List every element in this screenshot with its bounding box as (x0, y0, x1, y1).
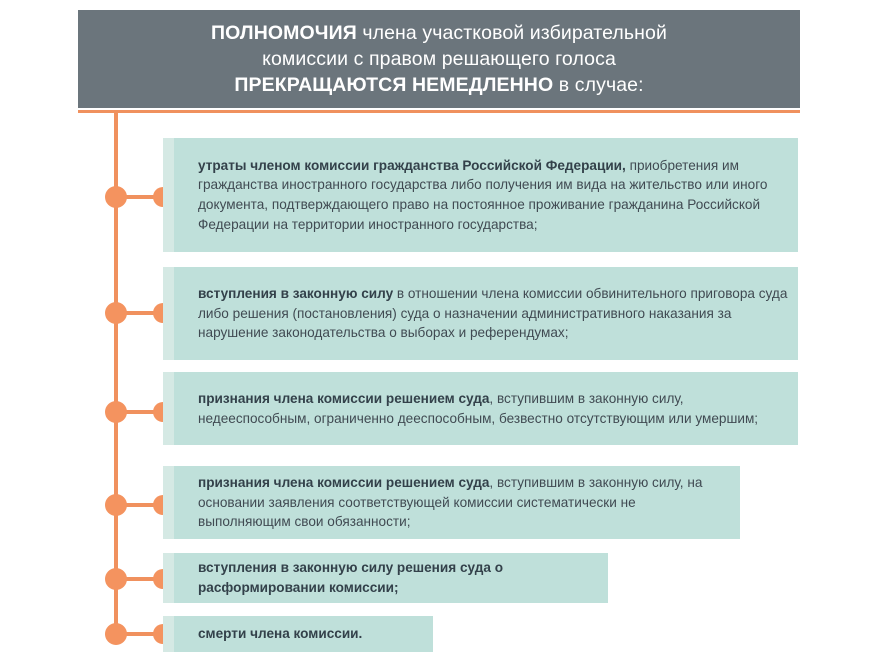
branch-node-1 (105, 186, 127, 208)
clause-text-6: смерти члена комиссии. (163, 624, 372, 644)
header-line-3: ПРЕКРАЩАЮТСЯ НЕМЕДЛЕННО в случае: (234, 72, 643, 98)
clause-block-3: признания члена комиссии решением суда, … (163, 372, 798, 445)
header-line-3-bold: ПРЕКРАЩАЮТСЯ НЕМЕДЛЕННО (234, 74, 554, 96)
branch-node-6 (105, 623, 127, 645)
clause-text-4: признания члена комиссии решением суда, … (163, 473, 740, 532)
header-line-1-bold: ПОЛНОМОЧИЯ (211, 22, 357, 44)
branch-line-5 (116, 577, 164, 581)
clause-block-6: смерти члена комиссии. (163, 616, 433, 652)
clause-block-4: признания члена комиссии решением суда, … (163, 466, 740, 539)
branch-node-4 (105, 494, 127, 516)
clause-bold-6: смерти члена комиссии. (198, 626, 363, 642)
header-banner: ПОЛНОМОЧИЯ члена участковой избирательно… (78, 10, 800, 108)
header-line-3-rest: в случае: (553, 74, 644, 96)
header-line-1: ПОЛНОМОЧИЯ члена участковой избирательно… (211, 20, 667, 46)
clause-rest-2: в отношении члена комиссии обвинительног… (198, 286, 788, 341)
clause-bold-2: вступления в законную силу (198, 286, 394, 302)
branch-line-6 (116, 632, 164, 636)
tree-trunk-line (114, 110, 118, 635)
clause-text-2: вступления в законную силу в отношении ч… (163, 284, 798, 343)
clause-bold-3: признания члена комиссии решением суда (198, 390, 490, 406)
branch-line-1 (116, 195, 164, 199)
clause-block-1: утраты членом комиссии гражданства Росси… (163, 138, 798, 252)
branch-node-5 (105, 568, 127, 590)
branch-line-2 (116, 311, 164, 315)
branch-node-2 (105, 302, 127, 324)
clause-bold-4: признания члена комиссии решением суда (198, 475, 490, 491)
clause-block-2: вступления в законную силу в отношении ч… (163, 267, 798, 360)
branch-node-3 (105, 401, 127, 423)
header-line-2: комиссии с правом решающего голоса (262, 46, 616, 72)
header-accent-rule (78, 110, 800, 113)
clause-text-5: вступления в законную силу решения суда … (163, 558, 608, 597)
clause-rest-4: , вступившим в законную силу, на основан… (198, 475, 703, 530)
clause-text-3: признания члена комиссии решением суда, … (163, 389, 798, 428)
header-line-2-rest: комиссии с правом решающего голоса (262, 48, 616, 70)
clause-block-5: вступления в законную силу решения суда … (163, 553, 608, 603)
branch-line-3 (116, 410, 164, 414)
clause-bold-1: утраты членом комиссии гражданства Росси… (198, 157, 626, 173)
branch-line-4 (116, 503, 164, 507)
clause-bold-5: вступления в законную силу решения суда … (198, 560, 503, 595)
header-line-1-rest: члена участковой избирательной (356, 22, 667, 44)
clause-rest-1: приобретения им гражданства иностранного… (198, 157, 768, 232)
clause-rest-3: , вступившим в законную силу, недееспосо… (198, 390, 759, 426)
clause-text-1: утраты членом комиссии гражданства Росси… (163, 156, 798, 234)
